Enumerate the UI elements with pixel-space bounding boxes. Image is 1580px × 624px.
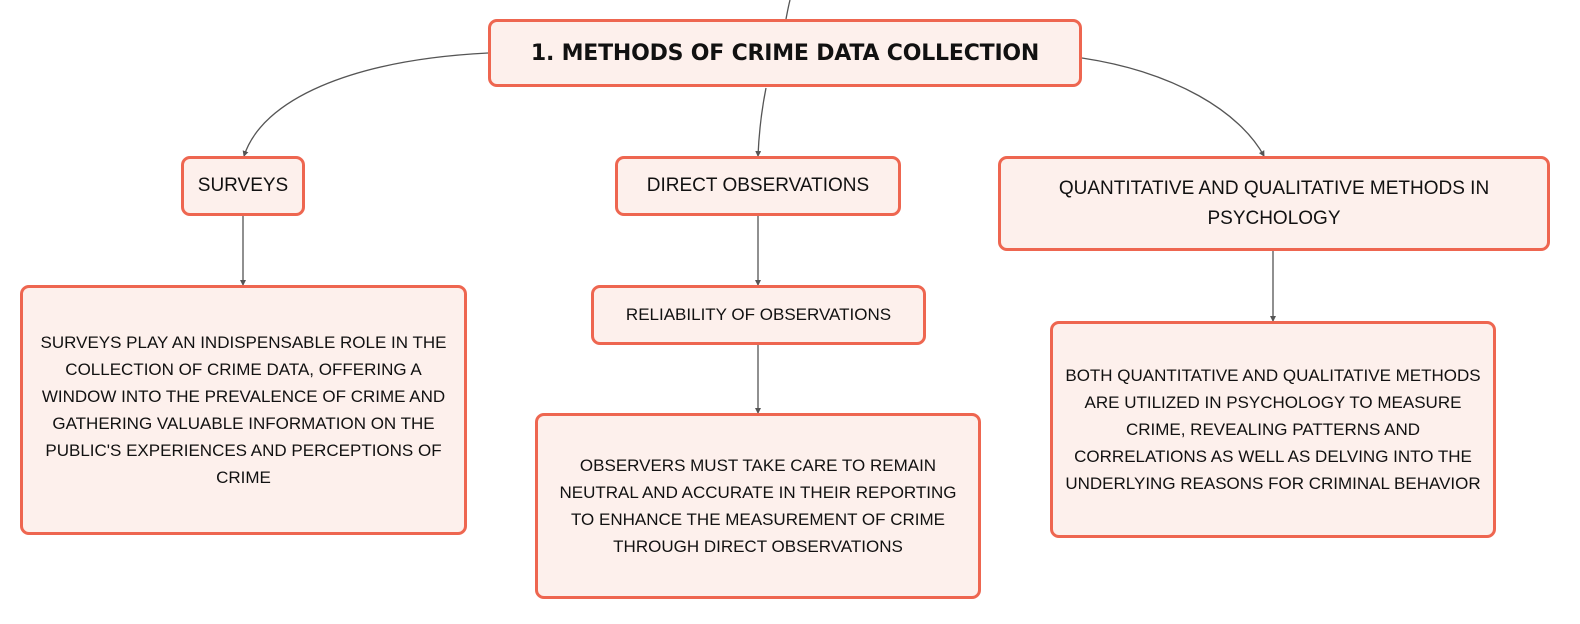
connector-incoming-root xyxy=(785,0,791,20)
detail-node-surveys[interactable]: SURVEYS PLAY AN INDISPENSABLE ROLE IN TH… xyxy=(20,285,467,535)
branch-label-direct-observations: DIRECT OBSERVATIONS xyxy=(646,175,870,196)
detail-text-surveys: SURVEYS PLAY AN INDISPENSABLE ROLE IN TH… xyxy=(40,333,447,487)
detail-node-direct-observations[interactable]: OBSERVERS MUST TAKE CARE TO REMAIN NEUTR… xyxy=(535,413,981,599)
branch-node-direct-observations[interactable]: DIRECT OBSERVATIONS xyxy=(615,156,901,216)
subtopic-label-reliability-of-observations: RELIABILITY OF OBSERVATIONS xyxy=(625,305,892,324)
subtopic-node-reliability-of-observations[interactable]: RELIABILITY OF OBSERVATIONS xyxy=(591,285,926,345)
connector-root-to-surveys xyxy=(242,52,489,157)
branch-label-quantitative-qualitative-methods: QUANTITATIVE AND QUALITATIVE METHODS IN … xyxy=(1058,177,1490,229)
root-topic-node[interactable]: 1. METHODS OF CRIME DATA COLLECTION xyxy=(488,19,1082,87)
branch-label-surveys: SURVEYS xyxy=(197,175,289,196)
connector-root-to-quantitative-methods xyxy=(1081,57,1265,157)
connector-root-to-direct-observations xyxy=(755,87,767,157)
root-topic-label: 1. METHODS OF CRIME DATA COLLECTION xyxy=(530,40,1040,66)
detail-node-quantitative-qualitative-methods[interactable]: BOTH QUANTITATIVE AND QUALITATIVE METHOD… xyxy=(1050,321,1496,538)
detail-text-quantitative-qualitative-methods: BOTH QUANTITATIVE AND QUALITATIVE METHOD… xyxy=(1065,366,1481,493)
branch-node-surveys[interactable]: SURVEYS xyxy=(181,156,305,216)
detail-text-direct-observations: OBSERVERS MUST TAKE CARE TO REMAIN NEUTR… xyxy=(559,456,957,556)
branch-node-quantitative-qualitative-methods[interactable]: QUANTITATIVE AND QUALITATIVE METHODS IN … xyxy=(998,156,1550,251)
